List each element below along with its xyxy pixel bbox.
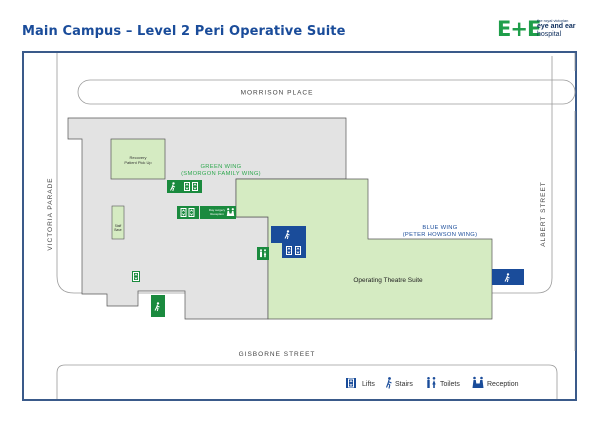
- reception-label-line1: Day surgery: [209, 208, 226, 212]
- logo-text-line2: eye and ear: [537, 23, 576, 30]
- green-wing-lift-icon: [180, 180, 202, 193]
- toilets-icon: [257, 247, 269, 260]
- green-wing-sublabel: (SMORGON FAMILY WING): [181, 171, 261, 177]
- page-title: Main Campus – Level 2 Peri Operative Sui…: [22, 24, 346, 39]
- recovery-label-line2: Patient Pick Up: [124, 160, 152, 165]
- legend-toilets-icon: [427, 377, 436, 388]
- operating-theatre-label: Operating Theatre Suite: [353, 277, 423, 284]
- east-stairs-icon: [492, 269, 524, 285]
- building-blue-wing: [235, 178, 493, 320]
- blue-wing-lift-icon: [282, 243, 306, 258]
- recovery-area: [110, 138, 166, 180]
- blue-wing-stairs-icon: [271, 226, 306, 243]
- legend-lift-icon: [346, 378, 356, 388]
- blue-wing-label: BLUE WING: [422, 225, 457, 231]
- central-lift-icon: [177, 206, 199, 219]
- legend-reception-icon: [472, 376, 484, 388]
- green-wing-label: GREEN WING: [200, 164, 241, 170]
- logo-mark: E+E: [497, 17, 541, 41]
- street-label-south: GISBORNE STREET: [239, 351, 316, 358]
- day-surgery-reception-icon: Day surgery Reception: [200, 206, 236, 219]
- west-lift-icon: [132, 271, 140, 282]
- morrison-place-road: [77, 79, 576, 105]
- logo-text-line1: the royal victorian: [537, 18, 569, 23]
- legend: Lifts Stairs Toilets Reception: [346, 376, 519, 389]
- green-wing-stairs-icon: [167, 180, 180, 193]
- street-label-north: MORRISON PLACE: [241, 90, 314, 97]
- floor-map: MORRISON PLACE GISBORNE STREET VICTORIA …: [22, 51, 577, 401]
- legend-lifts-label: Lifts: [362, 381, 375, 388]
- gisborne-south-curb: [56, 364, 558, 399]
- legend-toilets-label: Toilets: [440, 381, 460, 388]
- staff-base-label-line1: Staff: [115, 224, 122, 228]
- logo-text-line3: hospital: [537, 31, 562, 38]
- recovery-label-line1: Recovery: [130, 155, 147, 160]
- hospital-logo: E+E the royal victorian eye and ear hosp…: [497, 18, 581, 40]
- staff-base-label-line2: Base: [114, 228, 121, 232]
- legend-stairs-label: Stairs: [395, 381, 413, 388]
- south-stairs-icon: [151, 295, 165, 317]
- legend-reception-label: Reception: [487, 381, 519, 388]
- staff-base-area: [111, 205, 125, 240]
- street-label-east: ALBERT STREET: [540, 181, 547, 247]
- legend-stairs-icon: [385, 377, 392, 389]
- street-label-west: VICTORIA PARADE: [47, 177, 54, 250]
- blue-wing-sublabel: (PETER HOWSON WING): [403, 232, 478, 238]
- reception-label-line2: Reception: [210, 212, 224, 216]
